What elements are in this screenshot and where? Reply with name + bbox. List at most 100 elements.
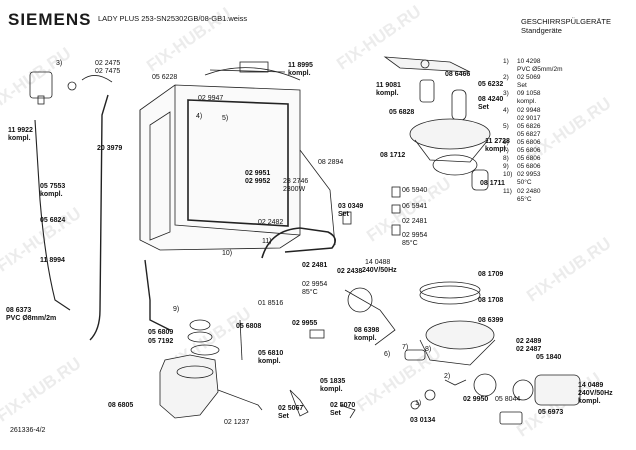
circulation-pump: [404, 281, 496, 366]
legend-number: 10): [503, 171, 513, 179]
part-label: 5): [222, 115, 229, 122]
legend-number: 2): [503, 74, 509, 82]
part-label: kompl.: [258, 358, 281, 365]
hose-supply: [144, 259, 171, 331]
drain-pump: [410, 373, 581, 425]
tub-frame: [139, 61, 336, 251]
part-label: 4): [196, 113, 203, 120]
legend-number: 8): [503, 155, 509, 163]
part-label: 06 5940: [402, 187, 428, 194]
legend-number: 3): [503, 90, 509, 98]
legend-value: 09 1058: [517, 90, 541, 98]
part-label: kompl.: [320, 386, 343, 393]
part-label: 6): [384, 351, 391, 358]
part-label: PVC Ø8mm/2m: [6, 315, 57, 322]
part-label: 85°C: [402, 240, 418, 247]
part-label: 20 3979: [97, 145, 123, 152]
part-label: 11 8994: [40, 257, 65, 264]
heater-element: [261, 227, 336, 259]
part-label: 05 1840: [536, 354, 562, 361]
part-label: 8): [425, 346, 432, 353]
part-label: 3): [56, 60, 63, 67]
legend-value: 05 6827: [517, 130, 541, 138]
part-label: 85°C: [302, 289, 318, 296]
part-label: Set: [330, 410, 341, 417]
part-label: Set: [478, 104, 489, 111]
drain-hose: [34, 119, 71, 311]
legend-value: PVC Ø5mm/2m: [517, 66, 563, 74]
part-label: kompl.: [485, 146, 508, 153]
hose-left: [89, 94, 109, 341]
part-label: 08 6466: [445, 71, 471, 78]
part-label: 02 2482: [258, 219, 284, 226]
part-label: Set: [338, 211, 349, 218]
category-subtitle: Standgeräte: [521, 26, 562, 35]
part-label: 02 2481: [302, 262, 328, 269]
part-label: 02 2438: [337, 268, 363, 275]
part-label: 11 9081: [376, 82, 401, 89]
part-label: 08 6805: [108, 402, 134, 409]
part-label: 05 1835: [320, 378, 346, 385]
part-label: 02 2481: [402, 218, 428, 225]
part-label: 05 6228: [152, 74, 178, 81]
part-label: 08 1711: [480, 180, 505, 187]
filter-assembly: [409, 118, 491, 191]
part-label: 14 0489: [578, 382, 604, 389]
part-label: 14 0488: [365, 259, 391, 266]
part-label: 05 7192: [148, 338, 174, 345]
part-label: 05 6232: [478, 81, 504, 88]
model-title: LADY PLUS 253-SN25302GB/08-GB1.weiss: [98, 14, 248, 23]
legend-value: 02 9948: [517, 106, 541, 114]
part-label: 02 2489: [516, 338, 542, 345]
part-label: kompl.: [578, 398, 601, 405]
fill-valve: [29, 71, 113, 105]
part-label: 05 6809: [148, 329, 174, 336]
part-label: 06 5941: [402, 203, 428, 210]
part-label: kompl.: [288, 70, 311, 77]
legend-number: 4): [503, 106, 509, 114]
part-label: 10): [222, 250, 233, 257]
legend-value: 50°C: [517, 179, 532, 187]
part-label: 05 6808: [236, 323, 262, 330]
legend-value: 05 6806: [517, 155, 541, 163]
part-label: 02 9954: [302, 281, 328, 288]
legend-value: kompl.: [517, 98, 537, 106]
part-label: 28 2746: [283, 178, 309, 185]
part-label: 05 6810: [258, 350, 284, 357]
sump: [159, 319, 356, 419]
part-label: 08 2894: [318, 159, 344, 166]
part-label: 02 2487: [516, 346, 542, 353]
part-label: kompl.: [376, 90, 399, 97]
part-label: 05 8044: [495, 396, 521, 403]
part-label: 02 1237: [224, 419, 250, 426]
heater-components: [342, 186, 401, 346]
part-label: Set: [278, 413, 289, 420]
part-label: 08 1709: [478, 271, 504, 278]
legend-value: 02 9953: [517, 171, 541, 179]
part-label: 08 6398: [354, 327, 380, 334]
part-label: 01 8516: [258, 300, 284, 307]
part-label: 03 0134: [410, 417, 436, 424]
part-label: 08 4240: [478, 96, 504, 103]
legend-number: 7): [503, 147, 509, 155]
part-label: 11 2728: [485, 138, 510, 145]
category-title: GESCHIRRSPÜLGERÄTE: [521, 17, 612, 26]
part-label: 02 9951: [245, 170, 271, 177]
legend-value: 02 2480: [517, 187, 541, 195]
part-label: 11): [262, 238, 272, 245]
part-label: 9): [173, 306, 180, 313]
part-label: 02 2475: [95, 60, 121, 67]
legend-number: 5): [503, 122, 509, 130]
part-label: 08 6373: [6, 307, 32, 314]
legend-value: Set: [517, 82, 527, 90]
document-number: 261336-4/2: [10, 427, 46, 434]
part-label: 240V/50Hz: [578, 390, 613, 397]
part-label: kompl.: [40, 191, 63, 198]
part-label: 02 9954: [402, 232, 428, 239]
part-label: 7): [402, 344, 409, 351]
legend-value: 02 5069: [517, 74, 541, 82]
part-label: 11 8995: [288, 62, 313, 69]
part-label: 08 6399: [478, 317, 504, 324]
